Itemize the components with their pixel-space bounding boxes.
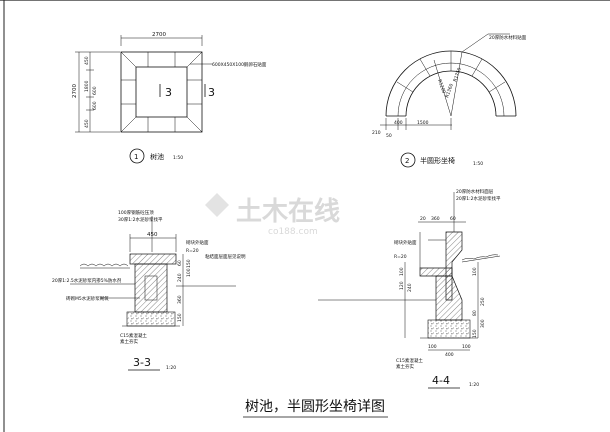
plan-dim-3: 450 <box>84 119 90 128</box>
s44-dim-v8: 150 <box>472 329 478 338</box>
s33-note-2: 30厚1:2水泥砂浆找平 <box>118 216 163 223</box>
s44-dim-a2: 360 <box>431 216 440 222</box>
s33-dim-h1: 60 <box>177 260 183 266</box>
plan-dim-top: 2700 <box>152 32 166 38</box>
s33-dim-r: R=20 <box>186 248 199 254</box>
s33-dim-h2: 240 <box>177 273 183 282</box>
s44-dim-a1: 20 <box>420 216 426 222</box>
bench-dim-b2: 50 <box>386 133 392 139</box>
s44-dim-v1: 100 <box>399 267 405 276</box>
s33-note-7: 素土夯实 <box>120 338 138 345</box>
plan-dim-4: 600 <box>92 101 98 110</box>
s44-dim-r: R=20 <box>394 254 407 260</box>
s44-dim-v5: 250 <box>480 297 486 306</box>
s33-note-3: 砌块外贴面 <box>186 239 209 246</box>
tree-pit-plan: 2700 2700 450 1800 450 600 600 600X45 <box>72 32 267 164</box>
s44-dim-v2: 120 <box>399 281 405 290</box>
s44-note-1: 20厚防水材料面层 <box>456 188 494 195</box>
s44-dim-b3: 100 <box>462 344 471 350</box>
s33-dim-h4: 360 <box>177 295 183 304</box>
s44-dim-b1: 100 <box>428 344 437 350</box>
s44-dim-a3: 60 <box>450 216 456 222</box>
watermark-url: co188.com <box>268 227 318 237</box>
plan-section-mark-2: 3 <box>208 86 215 99</box>
plan-dim-2: 1800 <box>84 80 90 92</box>
bench-caption-scale: 1:50 <box>473 161 483 167</box>
bench-dim-b3: 400 <box>394 120 403 126</box>
s33-note-8: 粘结面层面层见说明 <box>205 253 246 260</box>
watermark-text: 土木在线 <box>236 197 340 227</box>
s44-scale: 1:20 <box>469 382 479 388</box>
s33-label: 3-3 <box>133 356 151 369</box>
s33-dim-h3: 100 <box>186 268 192 277</box>
s44-note-2: 20厚1:2水泥砂浆找平 <box>456 195 501 202</box>
plan-caption-scale: 1:50 <box>173 155 183 161</box>
bench-plan: 20厚防水材料贴面 R1360 R1750 R1200 210 50 400 1… <box>372 33 527 168</box>
plan-caption-name: 树池 <box>150 152 164 161</box>
section-3-3: 450 R=20 60 240 100 360 150 150 100厚钢筋砼压… <box>52 209 246 371</box>
s33-note-4: 20厚1:2.5水泥砂浆内掺5%防水剂 <box>52 277 122 284</box>
sheet-title: 树池，半圆形坐椅详图 <box>245 399 385 415</box>
s33-dim-w: 450 <box>147 232 158 238</box>
s44-dim-v6: 80 <box>472 310 478 316</box>
s44-dim-b2: 400 <box>445 352 454 358</box>
bench-dim-r-outer: R1750 <box>452 67 463 83</box>
watermark: 土木在线 co188.com <box>205 193 340 237</box>
s44-note-3: 砌块外贴面 <box>394 239 417 246</box>
s33-dim-h6: 150 <box>186 259 192 268</box>
s44-note-5: 素土夯实 <box>396 363 414 370</box>
s33-note-5: 砖砌M5水泥砂浆砌筑 <box>66 295 109 302</box>
s33-dim-h5: 150 <box>177 313 183 322</box>
s44-note-4: C15素混凝土 <box>396 357 423 364</box>
plan-caption-number: 1 <box>134 153 138 161</box>
plan-dim-side: 2700 <box>72 84 78 98</box>
s44-label: 4-4 <box>432 374 450 387</box>
bench-dim-b1: 210 <box>372 130 381 136</box>
s44-dim-v4: 100 <box>472 267 478 276</box>
bench-dim-r-inner: R1360 <box>444 83 455 99</box>
bench-caption-name: 半圆形坐椅 <box>420 156 455 165</box>
s33-scale: 1:20 <box>166 365 176 371</box>
s44-dim-v3: 240 <box>407 283 413 292</box>
plan-dim-5: 600 <box>92 86 98 95</box>
plan-note: 600X450X100鹅卵石贴面 <box>212 61 267 68</box>
s33-note-6: C15素混凝土 <box>120 332 147 339</box>
s33-note-1: 100厚钢筋砼压顶 <box>118 209 154 216</box>
plan-dim-1: 450 <box>84 56 90 65</box>
bench-dim-b4: 1500 <box>417 120 429 126</box>
plan-section-mark: 3 <box>165 86 172 99</box>
section-4-4: 20 360 60 R=20 100 120 240 100 250 80 30… <box>318 188 501 389</box>
bench-caption-number: 2 <box>405 157 409 165</box>
bench-dim-r3: R1200 <box>436 79 447 95</box>
watermark-logo-icon <box>205 193 229 217</box>
s44-dim-v7: 300 <box>480 319 486 328</box>
bench-note: 20厚防水材料贴面 <box>489 34 527 41</box>
